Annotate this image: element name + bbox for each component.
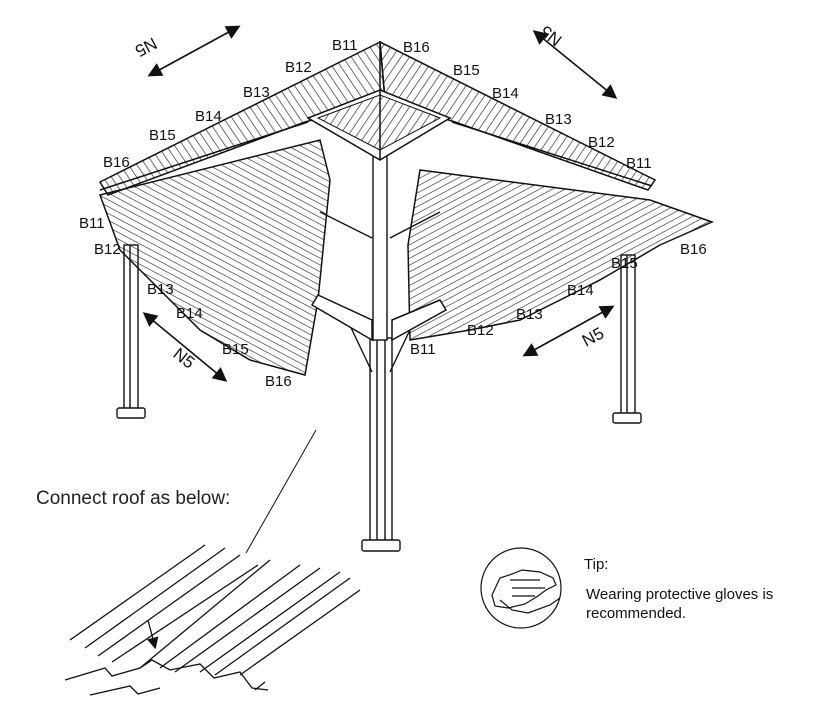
roof-right-panel — [407, 169, 715, 341]
connection-detail — [64, 544, 361, 696]
tip-title: Tip: — [584, 556, 609, 573]
label-right-top-b11: B11 — [626, 155, 652, 172]
label-right-side-b12: B12 — [467, 322, 494, 339]
label-left-top-b12: B12 — [285, 59, 312, 76]
label-left-top-b13: B13 — [243, 84, 270, 101]
roof-sides — [99, 139, 715, 376]
roof-right-upper — [379, 40, 657, 191]
n5-indicators — [142, 25, 618, 382]
roof-front-right — [391, 299, 448, 342]
label-left-top-b14: B14 — [195, 108, 222, 125]
roof-top — [98, 40, 657, 196]
label-right-top-b13: B13 — [545, 111, 572, 128]
roof-front-left — [310, 294, 373, 342]
label-right-side-b16: B16 — [680, 241, 707, 258]
label-right-top-b12: B12 — [588, 134, 615, 151]
label-left-top-b11: B11 — [332, 37, 358, 54]
double-arrow-icon — [532, 30, 618, 99]
left-post-foot — [116, 407, 146, 419]
front-post — [369, 337, 393, 544]
label-left-side-b14: B14 — [176, 305, 203, 322]
roof-left-panel — [99, 139, 331, 376]
right-post-foot — [612, 412, 642, 424]
connect-roof-caption: Connect roof as below: — [36, 488, 231, 509]
label-right-top-b14: B14 — [492, 85, 519, 102]
double-arrow-icon — [147, 25, 241, 77]
double-arrow-icon — [522, 305, 615, 357]
label-right-top-b15: B15 — [453, 62, 480, 79]
label-left-side-b16: B16 — [265, 373, 292, 390]
tip-text: Wearing protective gloves is recommended… — [586, 586, 774, 622]
label-left-side-b13: B13 — [147, 281, 174, 298]
label-right-side-b14: B14 — [567, 282, 594, 299]
label-left-side-b12: B12 — [94, 241, 121, 258]
right-post — [620, 254, 636, 416]
label-right-side-b15: B15 — [611, 255, 638, 272]
n5-label-top-left: N5 — [132, 33, 160, 60]
label-left-top-b16: B16 — [103, 154, 130, 171]
label-left-side-b11: B11 — [79, 215, 105, 232]
center-post — [372, 154, 388, 341]
n5-label-bottom-left: N5 — [170, 344, 199, 372]
label-right-top-b16: B16 — [403, 39, 430, 56]
label-right-side-b11: B11 — [410, 341, 436, 358]
front-post-foot — [361, 539, 401, 552]
n5-label-top-right: N5 — [537, 21, 566, 49]
label-left-top-b15: B15 — [149, 127, 176, 144]
double-arrow-icon — [142, 312, 228, 382]
label-left-side-b15: B15 — [222, 341, 249, 358]
label-right-side-b13: B13 — [516, 306, 543, 323]
detail-leader-line — [245, 429, 317, 554]
n5-label-bottom-right: N5 — [579, 324, 607, 351]
gloves-icon — [480, 547, 562, 629]
left-post — [123, 244, 139, 411]
